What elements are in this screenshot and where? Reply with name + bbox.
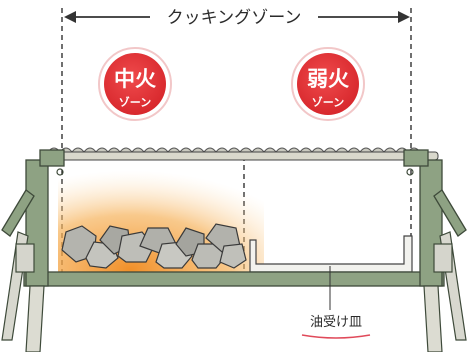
low-heat-title: 弱火 xyxy=(307,67,349,91)
low-heat-subtitle: ゾーン xyxy=(312,95,344,109)
drip-tray-label: 油受け皿 xyxy=(310,315,362,330)
medium-heat-title: 中火 xyxy=(114,67,156,91)
grill-frame xyxy=(1,149,467,352)
charcoal xyxy=(61,223,247,269)
medium-heat-subtitle: ゾーン xyxy=(119,95,151,109)
medium-heat-badge: 中火 ゾーン xyxy=(98,47,172,121)
drip-tray-underline xyxy=(301,334,371,339)
drip-tray-callout: 油受け皿 xyxy=(301,266,371,339)
grill-grate xyxy=(39,147,439,161)
cooking-zone-arrowhead-right xyxy=(398,11,410,23)
low-heat-badge: 弱火 ゾーン xyxy=(291,47,365,121)
drip-tray xyxy=(249,235,413,273)
cooking-zone-arrowhead-left xyxy=(64,11,76,23)
cooking-zone-label: クッキングゾーン xyxy=(167,8,302,28)
